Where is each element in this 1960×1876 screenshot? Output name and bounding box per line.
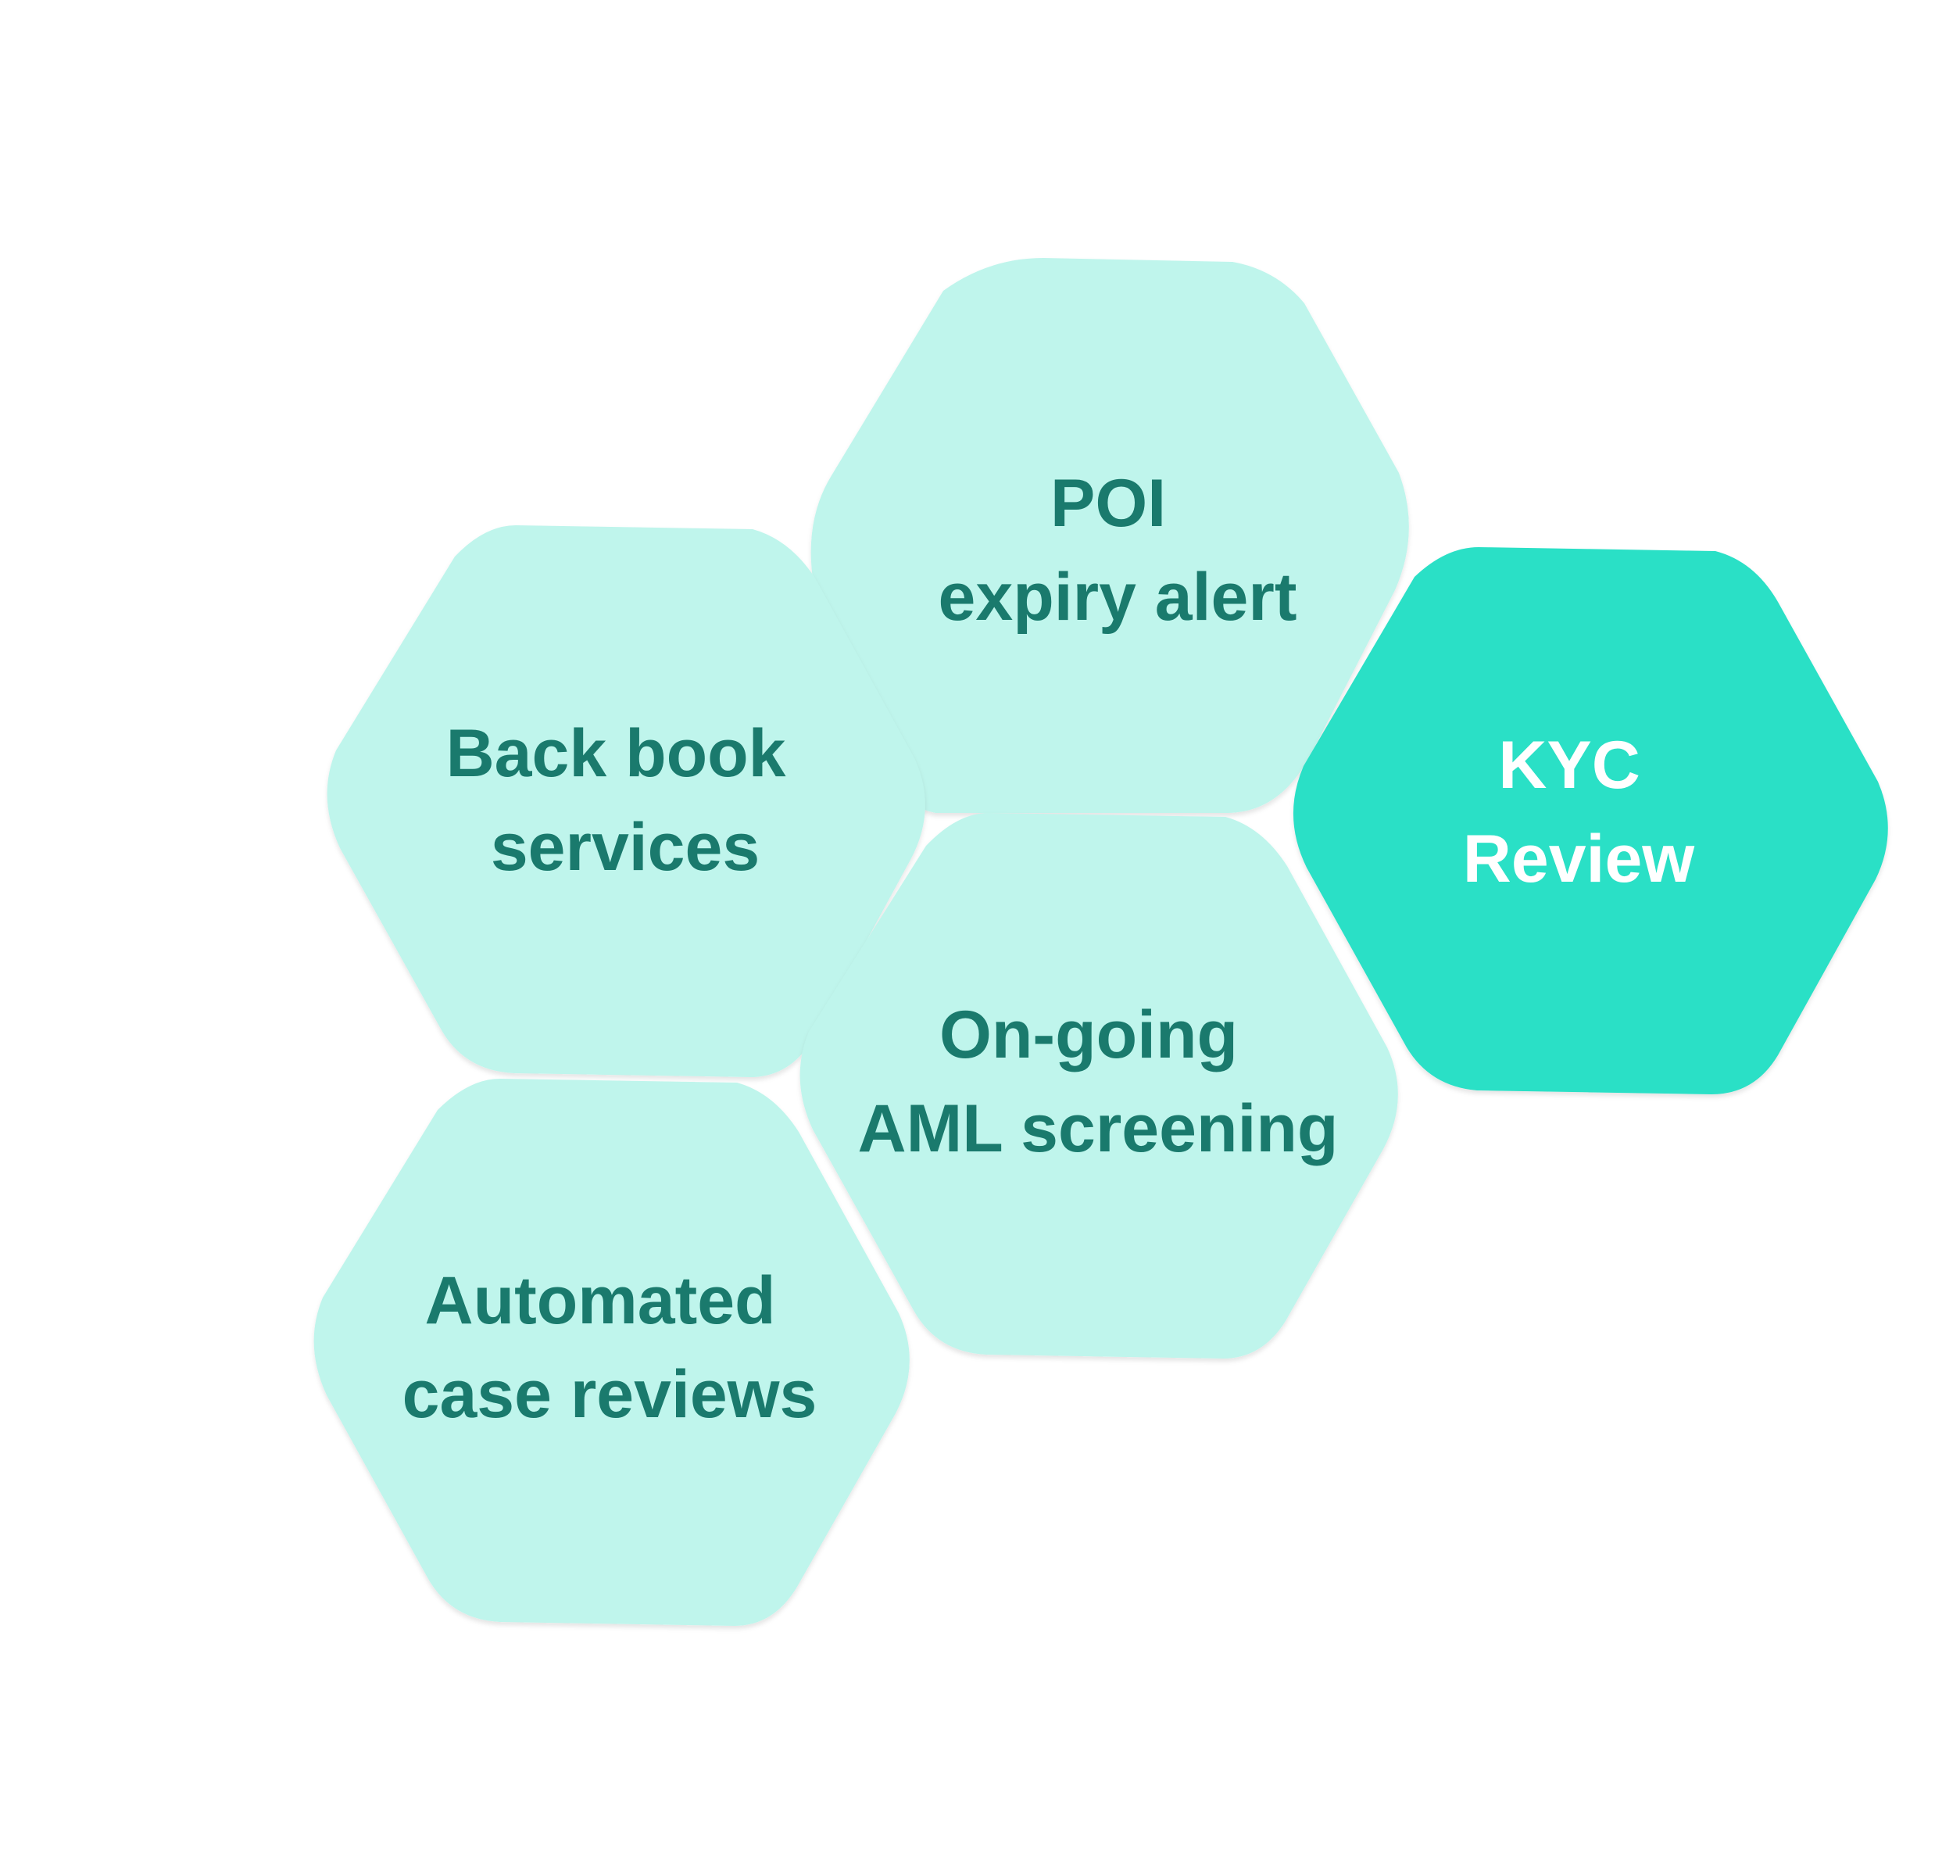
hex-back-book-services-line-2: services xyxy=(491,810,760,885)
hex-poi-expiry-alert-line-2: expiry alert xyxy=(939,560,1297,635)
hex-poi-expiry-alert: POI expiry alert xyxy=(810,258,1409,813)
hex-automated-case-reviews-line-2: case reviews xyxy=(402,1357,817,1432)
hex-ongoing-aml-screening: On-going AML screening xyxy=(799,813,1398,1359)
hex-automated-case-reviews-shape xyxy=(313,1079,910,1626)
hex-kyc-review-line-1: KYC xyxy=(1498,728,1640,803)
hex-ongoing-aml-screening-label: On-going AML screening xyxy=(858,997,1339,1166)
hex-back-book-services-line-1: Back book xyxy=(446,716,786,791)
hex-poi-expiry-alert-line-1: POI xyxy=(1050,466,1166,541)
hex-poi-expiry-alert-shape xyxy=(810,258,1409,813)
hex-kyc-review-line-2: Review xyxy=(1463,822,1695,897)
hex-poi-expiry-alert-label: POI expiry alert xyxy=(939,466,1297,635)
hex-ongoing-aml-screening-shape xyxy=(799,813,1398,1359)
hex-ongoing-aml-screening-line-2: AML screening xyxy=(858,1091,1339,1166)
hex-automated-case-reviews: Automated case reviews xyxy=(313,1079,910,1626)
hex-automated-case-reviews-line-1: Automated xyxy=(424,1263,775,1338)
hex-kyc-review-label: KYC Review xyxy=(1463,728,1695,897)
hex-automated-case-reviews-label: Automated case reviews xyxy=(402,1263,817,1432)
hex-back-book-services: Back book services xyxy=(327,525,925,1077)
hex-ongoing-aml-screening-line-1: On-going xyxy=(939,997,1238,1072)
hex-kyc-review-shape xyxy=(1293,547,1888,1094)
hex-back-book-services-shape xyxy=(327,525,925,1077)
hex-kyc-review: KYC Review xyxy=(1293,547,1888,1094)
hex-back-book-services-label: Back book services xyxy=(446,716,805,885)
